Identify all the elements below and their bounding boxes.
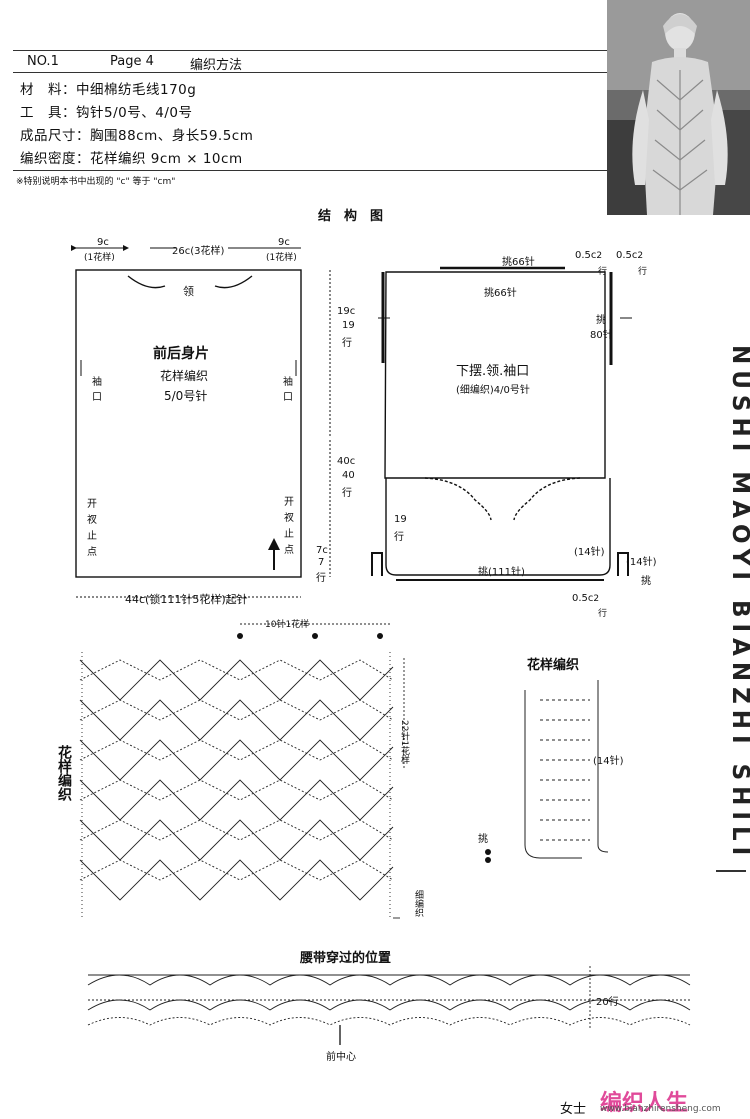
height-2c: 行: [342, 488, 352, 499]
repeat-side: 22针1花样: [399, 720, 409, 765]
pick-top: 挑66针: [502, 257, 535, 268]
body-pattern: 花样编织: [160, 369, 209, 383]
header-page: Page 4: [110, 54, 154, 69]
collar-label: 领: [183, 285, 194, 298]
dim-bottom: 44c(锁111针5花样)起针: [125, 593, 248, 606]
header-method: 编织方法: [190, 58, 243, 73]
body-needle: 5/0号针: [164, 389, 208, 403]
belt-rows: 20行: [596, 997, 619, 1008]
split-right-2: 衩: [284, 513, 294, 524]
pick-inner: 挑66针: [484, 288, 517, 299]
header-rule-mid: [13, 72, 608, 73]
edge-3: 0.5c2: [572, 593, 600, 604]
repeat-top: 10针1花样: [265, 620, 310, 630]
split-left-1: 开: [87, 499, 97, 510]
height-2b: 40: [342, 470, 355, 481]
stitch-14-b: (14针): [626, 557, 657, 568]
dim-top-left-sub: (1花样): [84, 253, 115, 263]
dim-top-right-sub: (1花样): [266, 253, 297, 263]
spec-tools: 工 具：钩针5/0号、4/0号: [20, 105, 193, 121]
edge-3c: 行: [598, 609, 608, 619]
body-outline: [75, 269, 302, 578]
belt-center: 前中心: [326, 1052, 356, 1063]
height-1b: 19: [342, 320, 355, 331]
belt-chart: [87, 966, 691, 1045]
header-rule-bottom: [13, 170, 608, 171]
split-left-2: 衩: [87, 515, 97, 526]
pick-side-1: 挑: [596, 315, 606, 326]
footer-left: 女士: [560, 1102, 587, 1117]
height-2: 40c: [337, 456, 356, 467]
sleeve-left-1: 袖: [92, 377, 102, 388]
header-rule-top: [13, 50, 608, 51]
rows-19b: 行: [394, 532, 404, 543]
height-3b: 7: [318, 557, 325, 568]
mini-chart-title: 花样编织: [527, 658, 580, 673]
split-left-3: 止: [87, 531, 97, 542]
mini-chart-14: (14针): [593, 756, 624, 767]
side-rule: [716, 870, 746, 872]
belt-title: 腰带穿过的位置: [300, 951, 392, 966]
chart-label: 花样编织: [56, 745, 72, 801]
rows-19: 19: [394, 514, 407, 525]
sleeve-left-2: 口: [92, 392, 102, 403]
dim-top-left: 9c: [97, 237, 109, 248]
dim-top-right: 9c: [278, 237, 290, 248]
edging-sub: (细编织)4/0号针: [456, 385, 530, 396]
spec-gauge: 编织密度：花样编织 9cm × 10cm: [20, 151, 243, 167]
mini-chart: [524, 680, 609, 859]
height-3: 7c: [316, 545, 328, 556]
dim-top-mid: 26c(3花样): [172, 246, 225, 257]
edging-outline: [384, 271, 606, 479]
model-photo: [607, 0, 750, 215]
edge-2c: 行: [638, 267, 648, 277]
sleeve-right-1: 袖: [283, 377, 293, 388]
height-3c: 行: [316, 573, 326, 584]
mini-chart-pick: 挑: [478, 834, 488, 845]
split-right-3: 止: [284, 529, 294, 540]
height-1c: 行: [342, 338, 352, 349]
body-title: 前后身片: [153, 346, 209, 362]
neck-curve-r: [214, 275, 253, 289]
watermark-logo: 编织人生: [600, 1091, 689, 1116]
structure-title: 结 构 图: [318, 209, 384, 224]
note-text: ※特别说明本书中出现的 "c" 等于 "cm": [16, 177, 176, 187]
chart-fine: 细编织: [413, 890, 423, 917]
header-no: NO.1: [27, 54, 59, 69]
spec-size: 成品尺寸：胸围88cm、身长59.5cm: [20, 128, 254, 144]
neck-curve-l: [127, 275, 166, 289]
stitch-14-a: (14针): [574, 547, 605, 558]
side-title: NUSHI MAOYI BIANZHI SHILI: [727, 345, 750, 862]
edge-2: 0.5c2: [616, 250, 644, 261]
pick-side-2: 80针: [590, 330, 613, 341]
edge-1: 0.5c2: [575, 250, 603, 261]
watermark-url: www.bianzhirensheng.com: [600, 1104, 721, 1114]
split-left-4: 点: [87, 547, 97, 558]
edging-title: 下摆.领.袖口: [456, 364, 530, 379]
edge-1c: 行: [598, 267, 608, 277]
height-1: 19c: [337, 306, 356, 317]
pick-right: 挑: [641, 576, 651, 587]
spec-material: 材 料：中细棉纺毛线170g: [20, 82, 197, 98]
sleeve-right-2: 口: [283, 392, 293, 403]
split-right-4: 点: [284, 545, 294, 556]
split-right-1: 开: [284, 497, 294, 508]
stitch-chart: [79, 623, 405, 920]
pick-bottom: 挑(111针): [478, 567, 525, 578]
